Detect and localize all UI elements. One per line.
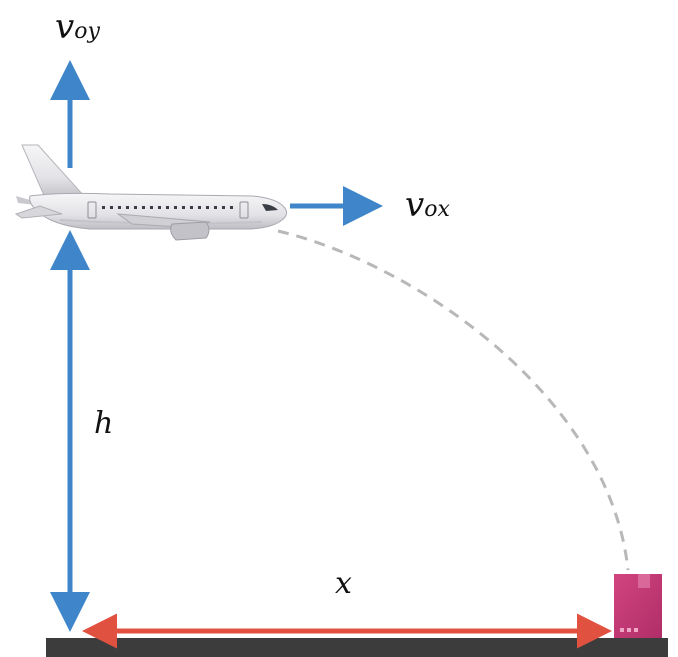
v-oy-label: voy (55, 7, 100, 47)
distance-label: x (335, 566, 352, 601)
trajectory-curve (277, 229, 630, 571)
ground (46, 638, 668, 657)
airplane-icon (14, 144, 288, 241)
package-box-icon (614, 574, 662, 638)
height-label: h (94, 406, 113, 441)
v-ox-label: vox (405, 185, 450, 225)
